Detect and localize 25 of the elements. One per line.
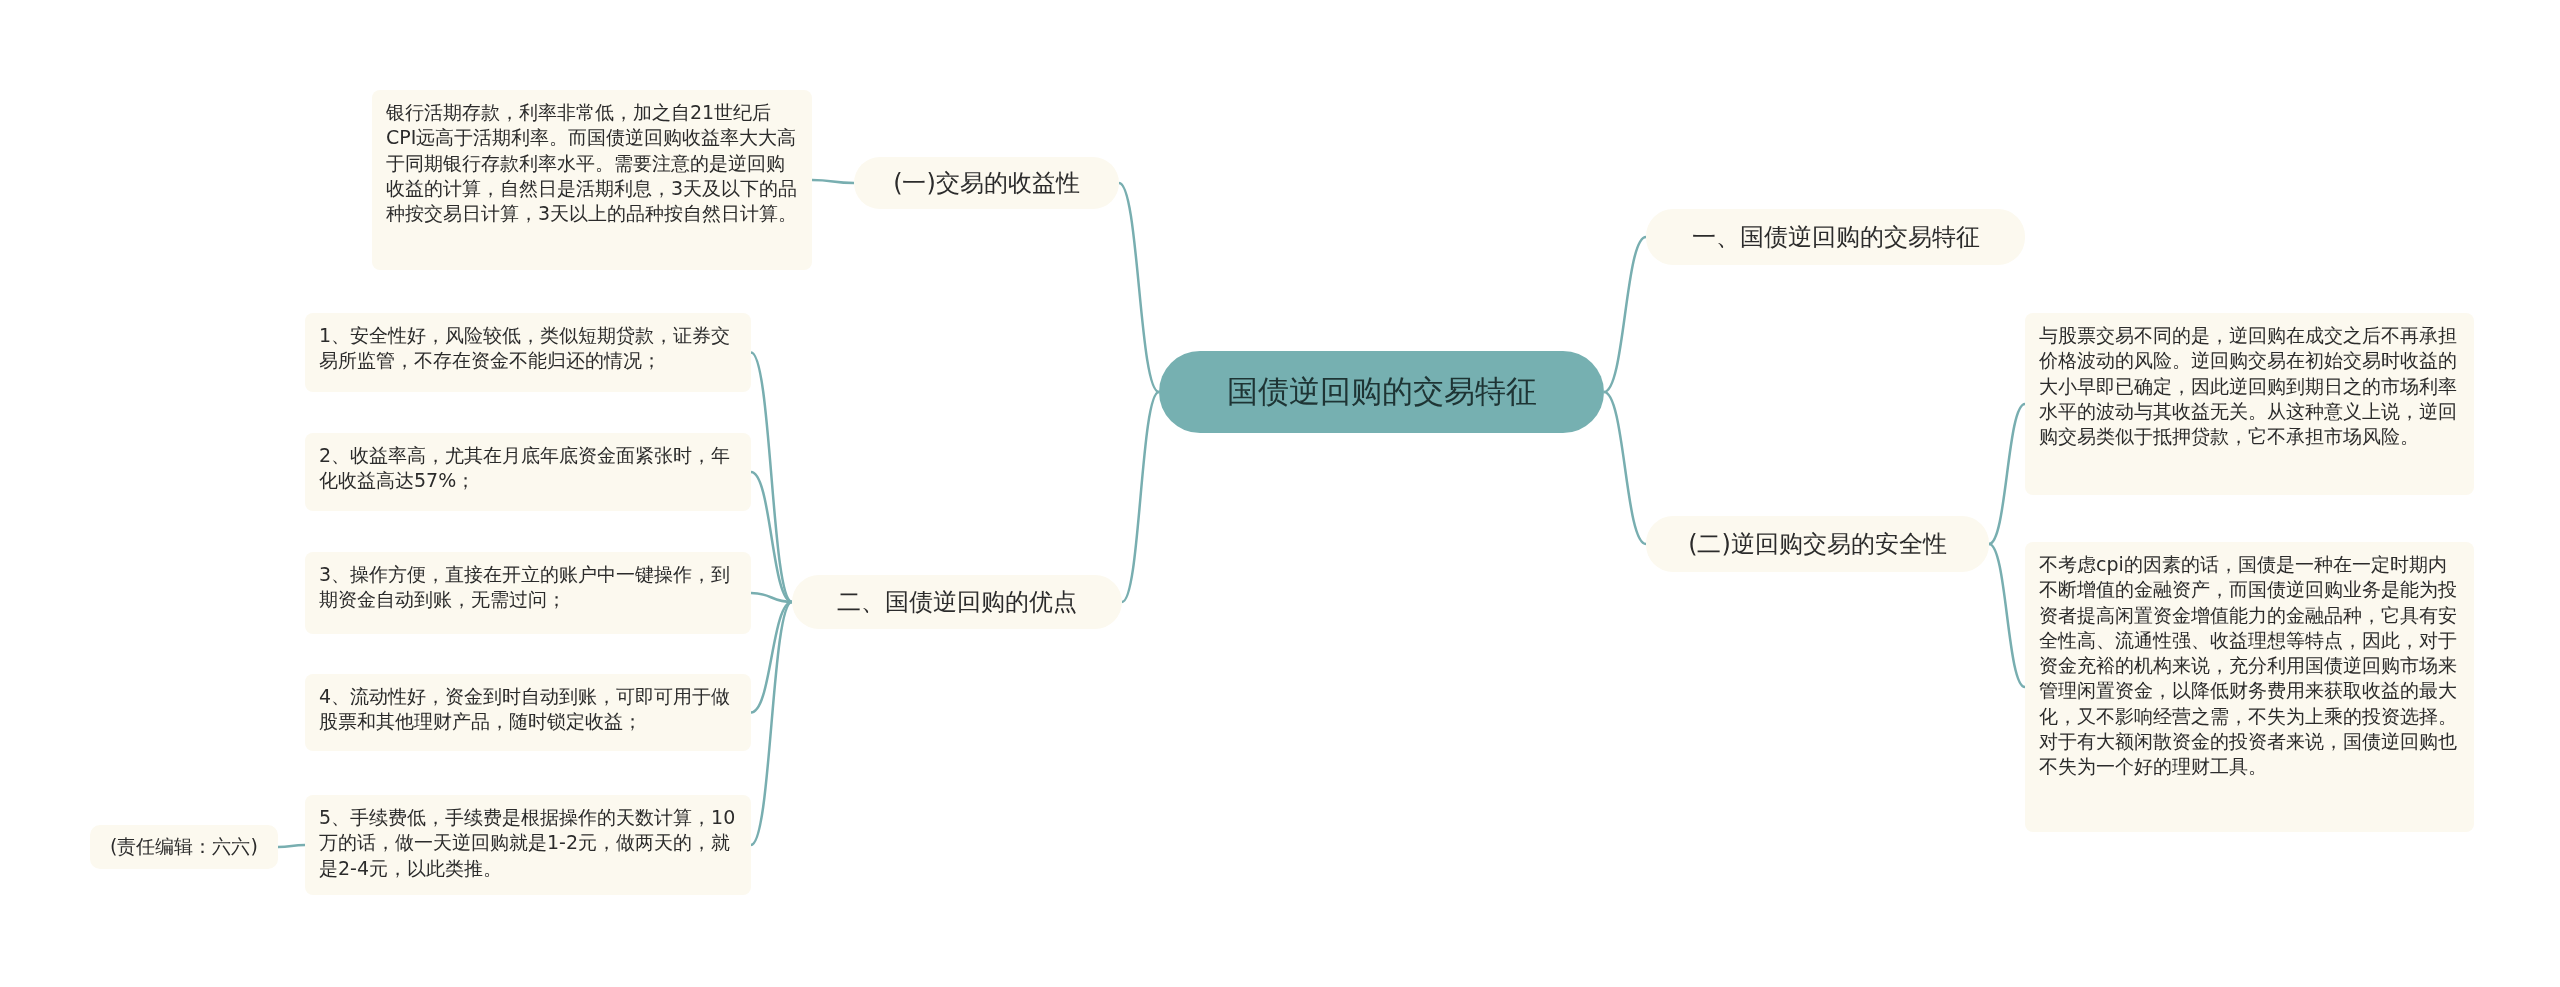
note-card: 银行活期存款，利率非常低，加之自21世纪后CPI远高于活期利率。而国债逆回购收益率大大高于同期银行存款利率水平。需要注意的是逆回购收益的计算，自然日是活期利息，3天及以下的品种按交易日计算，3天以上的品种按自然日计算。 <box>372 90 812 270</box>
note-card: 不考虑cpi的因素的话，国债是一种在一定时期内不断增值的金融资产，而国债逆回购业务是能为投资者提高闲置资金增值能力的金融品种，它具有安全性高、流通性强、收益理想等特点，因此，对于资金充裕的机构来说，充分利用国债逆回购市场来管理闲置资金，以降低财务费用来获取收益的最大化，又不影响经营之需，不失为上乘的投资选择。对于有大额闲散资金的投资者来说，国债逆回购也不失为一个好的理财工具。 <box>2025 542 2474 832</box>
connector-line <box>750 600 793 714</box>
connector-line <box>1118 182 1160 393</box>
connector-line <box>278 843 305 849</box>
note-card: (责任编辑：六六) <box>90 825 278 869</box>
branch-topic: 一、国债逆回购的交易特征 <box>1646 209 2025 265</box>
note-card: 5、手续费低，手续费是根据操作的天数计算，10万的话，做一天逆回购就是1-2元，做两天的，就是2-4元，以此类推。 <box>305 795 751 895</box>
connector-line <box>1603 235 1647 394</box>
note-card: 4、流动性好，资金到时自动到账，可即可用于做股票和其他理财产品，随时锁定收益； <box>305 674 751 751</box>
connector-line <box>750 351 793 603</box>
connector-line <box>1121 391 1160 603</box>
connector-line <box>1988 402 2026 546</box>
note-card: 3、操作方便，直接在开立的账户中一键操作，到期资金自动到账，无需过问； <box>305 552 751 634</box>
central-topic: 国债逆回购的交易特征 <box>1159 351 1604 433</box>
connector-line <box>812 178 854 185</box>
note-card: 与股票交易不同的是，逆回购在成交之后不再承担价格波动的风险。逆回购交易在初始交易时收益的大小早即已确定，因此逆回购到期日之的市场利率水平的波动与其收益无关。从这种意义上说，逆回购交易类似于抵押贷款，它不承担市场风险。 <box>2025 313 2474 495</box>
connector-line <box>1603 390 1647 546</box>
connector-line <box>1988 542 2026 689</box>
note-card: 1、安全性好，风险较低，类似短期贷款，证券交易所监管，不存在资金不能归还的情况； <box>305 313 751 392</box>
connector-line <box>750 601 793 846</box>
branch-topic: (一)交易的收益性 <box>854 157 1119 209</box>
note-card: 2、收益率高，尤其在月底年底资金面紧张时，年化收益高达57%； <box>305 433 751 511</box>
branch-topic: 二、国债逆回购的优点 <box>792 575 1122 629</box>
branch-topic: (二)逆回购交易的安全性 <box>1646 516 1989 572</box>
